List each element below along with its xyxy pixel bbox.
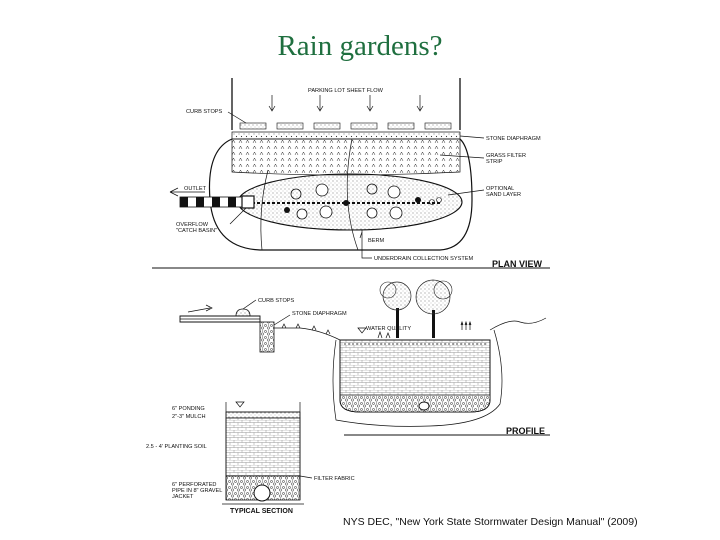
pipe-label-2: PIPE IN 8" GRAVEL [172,488,222,494]
grass-filter-label-1: GRASS FILTER [486,153,526,159]
parking-lot-sheet-flow-label: PARKING LOT SHEET FLOW [308,88,384,94]
sheet-flow-arrows [268,95,424,112]
ponding-label: 6" PONDING [172,406,205,412]
rain-garden-diagram: PARKING LOT SHEET FLOW CURB STOPS STONE … [146,78,550,515]
gravel-bed-profile [339,394,491,413]
planting-soil-label: 2.5 - 4' PLANTING SOIL [146,444,207,450]
plan-view: PARKING LOT SHEET FLOW CURB STOPS STONE … [152,78,550,269]
curb-stops-label: CURB STOPS [186,109,223,115]
planting-symbols [284,183,442,220]
page-title: Rain gardens? [277,30,443,62]
profile-curb-stops-label: CURB STOPS [258,298,295,304]
source-citation: NYS DEC, "New York State Stormwater Desi… [343,516,638,528]
typical-section: 6" PONDING 2"-3" MULCH 2.5 - 4' PLANTING… [146,401,355,515]
stone-diaphragm-trench [259,321,275,353]
pipe-label-1: 6" PERFORATED [172,482,216,488]
perforated-pipe [253,484,271,502]
berm-outline [208,138,473,251]
stone-diaphragm-strip [231,131,461,140]
overflow-label-2: "CATCH BASIN" [176,228,217,234]
typical-section-heading: TYPICAL SECTION [230,508,293,515]
curb-stops [239,122,452,130]
plan-view-heading: PLAN VIEW [492,259,543,269]
filter-fabric-label: FILTER FABRIC [314,476,355,482]
pipe-label-3: JACKET [172,494,194,500]
optional-sand-label-1: OPTIONAL [486,186,514,192]
berm-label: BERM [368,238,385,244]
grass-filter-label-2: STRIP [486,159,503,165]
mulch-layer [225,411,301,419]
profile-view: CURB STOPS STONE DIAPHRAGM WATER QUALITY [179,279,550,436]
profile-stone-diaphragm-label: STONE DIAPHRAGM [292,311,347,317]
underdrain-label: UNDERDRAIN COLLECTION SYSTEM [374,256,473,262]
grass-filter-strip [231,138,461,176]
water-quality-label: WATER QUALITY [366,326,411,332]
outlet-pipe [179,195,255,209]
profile-heading: PROFILE [506,426,545,436]
planting-soil-layer [225,417,301,477]
outlet-label: OUTLET [184,186,207,192]
overflow-label-1: OVERFLOW [176,222,209,228]
curb-stop-profile [235,308,251,317]
optional-sand-label-2: SAND LAYER [486,192,521,198]
tree-symbols [377,279,472,339]
mulch-label: 2"-3" MULCH [172,414,206,420]
stone-diaphragm-label: STONE DIAPHRAGM [486,136,541,142]
